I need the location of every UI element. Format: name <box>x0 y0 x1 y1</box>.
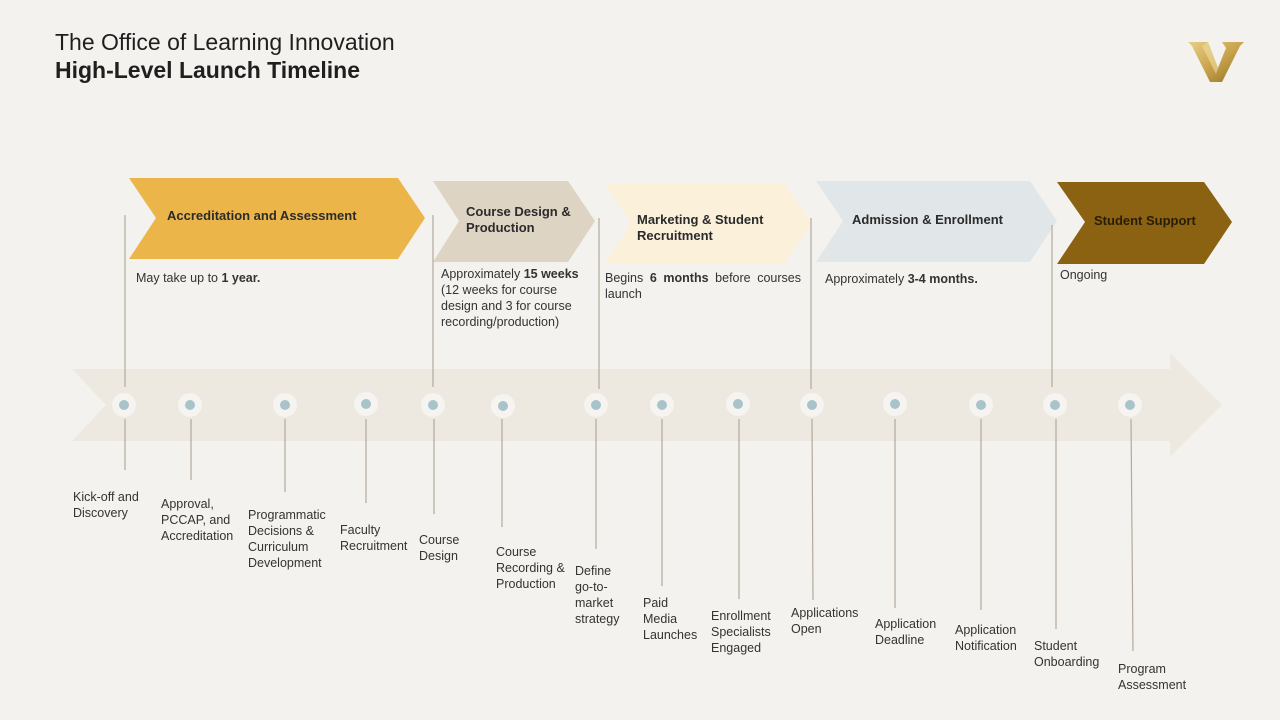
phase-desc-marketing: Begins 6 months before courses launch <box>605 271 801 301</box>
phase-chevron-accreditation <box>129 178 425 259</box>
v-monogram-logo-icon <box>1188 42 1244 82</box>
milestone-dot <box>1118 393 1142 417</box>
milestone-dot <box>1043 393 1067 417</box>
milestone-label: Student Onboarding <box>1034 639 1100 669</box>
page-subtitle: The Office of Learning Innovation <box>55 29 395 55</box>
timeline-arrow <box>72 353 1222 457</box>
milestone-label: Application Deadline <box>875 617 937 647</box>
milestone-dot <box>178 393 202 417</box>
phase-desc-course-design: Approximately 15 weeks (12 weeks for cou… <box>441 267 579 329</box>
milestone-label: Course Design <box>419 533 460 563</box>
milestone-dot <box>726 392 750 416</box>
milestone-label: Kick-off and Discovery <box>73 490 139 520</box>
milestone-label: Applications Open <box>791 606 859 636</box>
phase-label-admission: Admission & Enrollment <box>852 212 1003 227</box>
milestone-label: Approval, PCCAP, and Accreditation <box>161 497 234 543</box>
milestone-dot <box>800 393 824 417</box>
milestone-dot <box>491 394 515 418</box>
milestone-label: Programmatic Decisions & Curriculum Deve… <box>248 508 326 570</box>
milestone-label: Paid Media Launches <box>643 596 698 642</box>
phase-label-accreditation: Accreditation and Assessment <box>167 208 357 223</box>
page-title: High-Level Launch Timeline <box>55 57 361 83</box>
milestone-label: Define go-to-market strategy <box>575 564 620 626</box>
milestone-dot <box>650 393 674 417</box>
phase-desc-student-support: Ongoing <box>1060 268 1108 282</box>
phase-desc-accreditation: May take up to 1 year. <box>136 271 261 285</box>
milestone-dot <box>883 392 907 416</box>
milestone-label: Enrollment Specialists Engaged <box>711 609 771 655</box>
milestone-dot <box>969 393 993 417</box>
phase-chevron-course-design <box>433 181 595 262</box>
milestone-label: Course Recording & Production <box>496 545 565 591</box>
milestone-label: Application Notification <box>955 623 1017 653</box>
phase-label-student-support: Student Support <box>1094 213 1196 228</box>
phase-chevron-marketing <box>605 184 812 263</box>
milestone-dot <box>421 393 445 417</box>
phase-desc-admission: Approximately 3-4 months. <box>825 272 978 286</box>
phase-label-course-design: Course Design & Production <box>466 204 571 235</box>
milestone-label: Faculty Recruitment <box>340 523 408 553</box>
title-block: The Office of Learning Innovation High-L… <box>55 28 395 84</box>
phase-chevron-admission <box>816 181 1057 262</box>
milestone-dot <box>273 393 297 417</box>
phase-label-marketing: Marketing & Student Recruitment <box>637 212 764 243</box>
milestone-label: Program Assessment <box>1118 662 1187 692</box>
milestone-dot <box>112 393 136 417</box>
phase-chevron-student-support <box>1057 182 1232 264</box>
milestone-dot <box>584 393 608 417</box>
milestone-dot <box>354 392 378 416</box>
